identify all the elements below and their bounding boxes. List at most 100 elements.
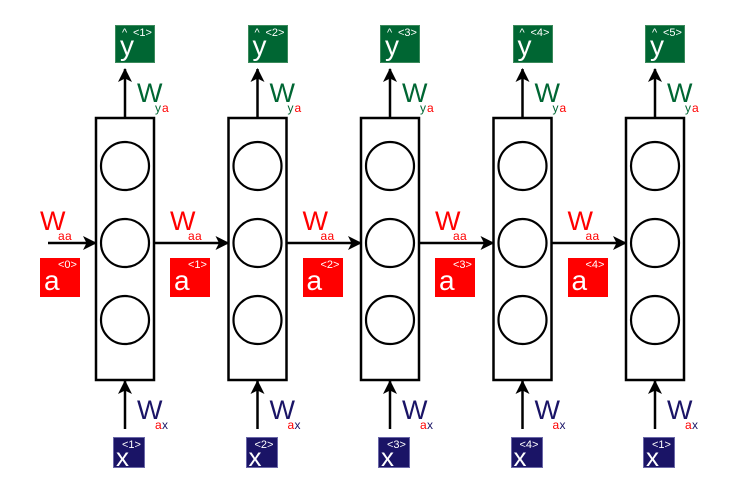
input-timestep: <3> — [387, 439, 406, 451]
rnn-cell-box — [227, 116, 288, 382]
weight-symbol: W — [435, 206, 461, 236]
weight-subscript-first: y — [287, 101, 294, 115]
activation-box-a: a<1> — [170, 258, 210, 297]
weight-symbol: W — [402, 395, 428, 425]
weight-subscript-second: x — [692, 418, 698, 432]
weight-subscript-first: a — [453, 229, 460, 243]
activation-timestep: <0> — [58, 259, 77, 271]
output-box-y-hat: ^y<3> — [380, 25, 420, 63]
hidden-unit-circle — [99, 294, 151, 346]
output-symbol: y — [517, 30, 532, 61]
output-symbol: y — [650, 30, 664, 61]
weight-subscript-second: a — [692, 101, 699, 115]
output-box-y-hat: ^y<1> — [115, 25, 155, 63]
weight-subscript-second: x — [294, 418, 301, 432]
hidden-unit-circle — [497, 140, 548, 192]
rnn-cell-box — [94, 116, 156, 382]
input-timestep: <2> — [254, 439, 274, 451]
weight-subscript-first: a — [287, 418, 295, 432]
hidden-unit-circle — [364, 294, 416, 346]
weight-subscript-first: a — [188, 229, 195, 243]
hidden-unit-circle — [364, 217, 416, 269]
activation-symbol: a — [439, 265, 455, 296]
weight-subscript-first: a — [552, 418, 560, 432]
weight-symbol: W — [534, 395, 560, 425]
input-symbol: x — [248, 442, 262, 472]
rnn-cell-box — [492, 116, 553, 382]
rnn-cell-box — [359, 116, 421, 382]
weight-subscript-second: a — [65, 229, 72, 243]
activation-symbol: a — [174, 265, 190, 296]
weight-symbol: W — [40, 206, 66, 236]
activation-timestep: <4> — [585, 259, 605, 271]
activation-symbol: a — [306, 265, 323, 296]
input-box-x: x<3> — [378, 437, 410, 472]
input-symbol: x — [513, 442, 527, 472]
weight-subscript-first: a — [155, 418, 162, 432]
weight-symbol: W — [667, 78, 693, 108]
hat-symbol: ^ — [387, 27, 393, 39]
weight-subscript-first: y — [552, 101, 559, 115]
weight-subscript-first: y — [155, 101, 161, 115]
weight-subscript-second: x — [162, 418, 168, 432]
weight-symbol: W — [567, 206, 593, 236]
weight-subscript-second: a — [592, 229, 600, 243]
weight-symbol: W — [302, 206, 328, 236]
input-box-x: x<1> — [643, 437, 675, 472]
weight-subscript-second: a — [559, 101, 567, 115]
hidden-unit-circle — [232, 294, 283, 346]
input-timestep: <1> — [122, 439, 141, 451]
hidden-unit-circle — [99, 140, 151, 192]
output-timestep: <2> — [265, 27, 285, 39]
weight-symbol: W — [534, 78, 560, 108]
output-box-y-hat: ^y<5> — [645, 25, 685, 63]
activation-box-a: a<4> — [567, 258, 608, 297]
weight-subscript-second: a — [427, 101, 434, 115]
input-timestep: <1> — [652, 439, 671, 451]
hidden-unit-circle — [364, 140, 416, 192]
weight-subscript-first: a — [420, 418, 427, 432]
input-symbol: x — [381, 442, 394, 472]
hidden-unit-circle — [629, 294, 681, 346]
weight-subscript-first: a — [685, 418, 692, 432]
weight-subscript-second: x — [427, 418, 433, 432]
output-timestep: <1> — [133, 27, 152, 39]
hidden-unit-circle — [232, 140, 283, 192]
weight-symbol: W — [269, 78, 295, 108]
weight-subscript-second: a — [327, 229, 335, 243]
output-symbol: y — [385, 30, 399, 61]
weight-subscript-first: y — [420, 101, 426, 115]
output-symbol: y — [120, 30, 134, 61]
output-box-y-hat: ^y<4> — [512, 25, 553, 63]
weight-subscript-second: a — [460, 229, 467, 243]
hidden-unit-circle — [99, 217, 151, 269]
hidden-unit-circle — [497, 294, 548, 346]
weight-symbol: W — [269, 395, 295, 425]
hidden-unit-circle — [629, 217, 681, 269]
weight-symbol: W — [137, 78, 163, 108]
hat-symbol: ^ — [254, 27, 260, 39]
weight-subscript-first: a — [585, 229, 593, 243]
activation-symbol: a — [44, 265, 60, 296]
weight-subscript-second: a — [195, 229, 202, 243]
weight-subscript-second: x — [559, 418, 566, 432]
input-symbol: x — [646, 442, 659, 472]
weight-subscript-first: a — [58, 229, 65, 243]
weight-subscript-first: a — [320, 229, 328, 243]
activation-timestep: <1> — [188, 259, 207, 271]
weight-symbol: W — [667, 395, 693, 425]
